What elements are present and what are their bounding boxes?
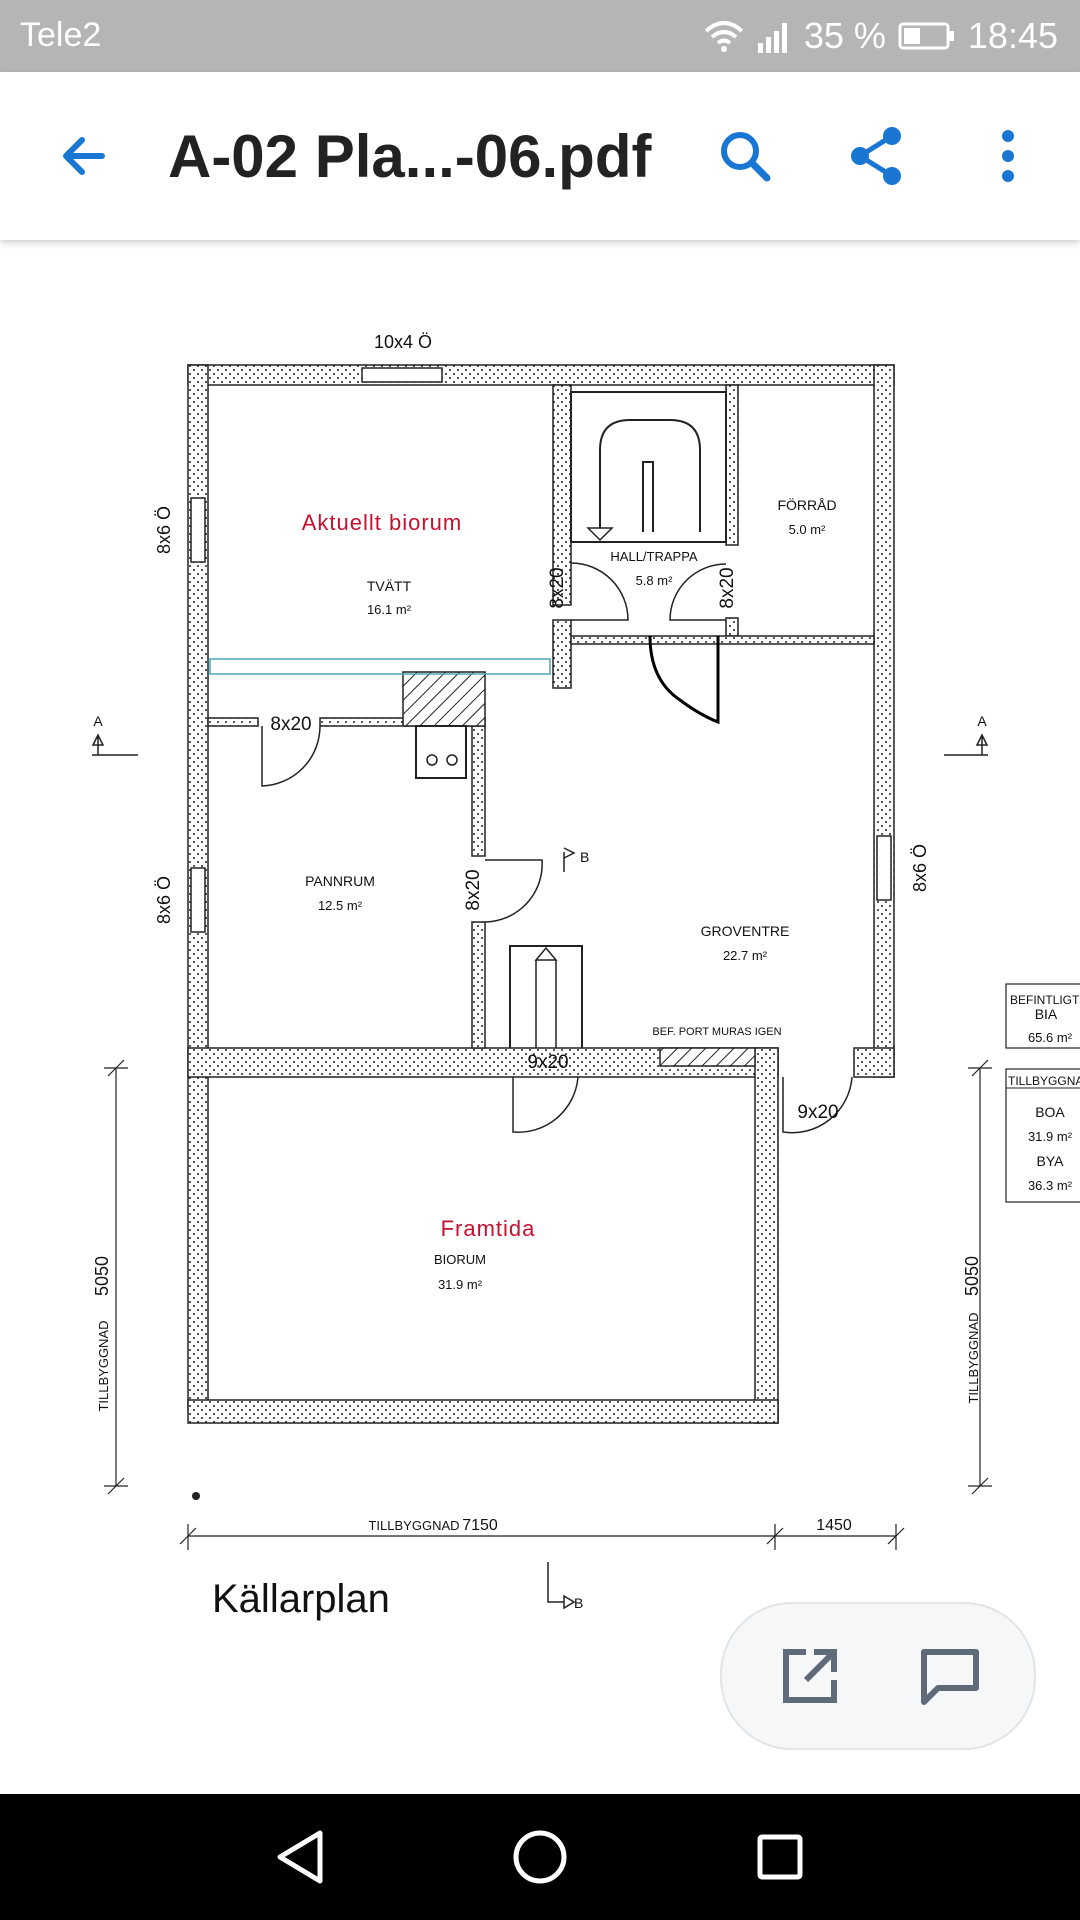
port-note: BEF. PORT MURAS IGEN	[652, 1026, 781, 1038]
room-area-tvatt: 16.1 m²	[367, 602, 412, 617]
door-label-hall-right: 8x20	[717, 567, 738, 608]
section-mark-left: A	[93, 713, 103, 729]
side-dim-label-right: TILLBYGGNAD	[966, 1312, 981, 1403]
comment-icon[interactable]	[908, 1634, 992, 1718]
floor-plan-drawing: 10x4 Ö 8x6 Ö 8x6 Ö 8x6 Ö Aktuellt biorum…	[91, 332, 1080, 1621]
window-top	[361, 367, 443, 383]
stove	[415, 725, 467, 779]
bottom-dim-extra: 1450	[816, 1517, 852, 1534]
arrow-back-icon[interactable]	[44, 116, 124, 196]
door-label-hall-left: 8x20	[547, 567, 568, 608]
room-name-pannrum: PANNRUM	[305, 873, 375, 889]
section-b-bottom: B	[574, 1595, 583, 1611]
door-swings	[261, 562, 853, 1134]
area-table-tillbyggnad	[1005, 1068, 1080, 1203]
befintligt-header: BEFINTLIGT	[1010, 993, 1080, 1007]
bottom-dim-label: TILLBYGGNAD	[368, 1518, 459, 1533]
document-title: A-02 Pla...-06.pdf	[168, 123, 652, 190]
bia-value: 65.6 m²	[1028, 1030, 1073, 1045]
side-dim-label-left: TILLBYGGNAD	[96, 1320, 111, 1411]
side-dim-value-left: 5050	[92, 1256, 112, 1296]
room-area-pannrum: 12.5 m²	[318, 898, 363, 913]
room-name-biorum: BIORUM	[434, 1252, 486, 1267]
window-left-label: 8x6 Ö	[154, 506, 174, 554]
boa-label: BOA	[1035, 1104, 1065, 1120]
room-area-forrad: 5.0 m²	[789, 522, 827, 537]
window-right-label: 8x6 Ö	[910, 844, 930, 892]
room-note-current: Aktuellt biorum	[302, 510, 463, 535]
nav-recents-icon[interactable]	[742, 1819, 818, 1895]
door-label-outside: 9x20	[797, 1102, 838, 1123]
side-dim-value-right: 5050	[962, 1256, 982, 1296]
section-b-top: B	[580, 849, 589, 865]
status-bar: Tele2 35 % 18:45	[0, 0, 1080, 72]
door-label-pannrum-side: 8x20	[463, 869, 484, 910]
room-name-tvatt: TVÄTT	[367, 578, 412, 594]
search-icon[interactable]	[705, 116, 785, 196]
signal-icon	[757, 23, 787, 53]
port-hatch	[659, 1047, 756, 1067]
highlight-bar	[209, 658, 551, 675]
nav-back-icon[interactable]	[262, 1819, 338, 1895]
wifi-icon	[704, 21, 744, 52]
clock: 18:45	[967, 15, 1058, 56]
floating-actions	[720, 1602, 1036, 1750]
share-icon[interactable]	[836, 116, 916, 196]
carrier-name: Tele2	[20, 16, 102, 54]
area-table-befintligt	[1005, 983, 1080, 1049]
bya-value: 36.3 m²	[1028, 1178, 1073, 1193]
window-left-label-2: 8x6 Ö	[154, 876, 174, 924]
battery-percent: 35 %	[803, 15, 886, 56]
tillbyggnad-header: TILLBYGGNAD	[1008, 1074, 1080, 1088]
door-label-pannrum-top: 8x20	[270, 714, 311, 735]
bya-label: BYA	[1037, 1153, 1065, 1169]
system-nav-bar	[0, 1794, 1080, 1920]
room-name-forrad: FÖRRÅD	[777, 496, 836, 513]
window-top-label: 10x4 Ö	[374, 332, 432, 352]
sheet-title: Källarplan	[212, 1577, 390, 1621]
room-area-hall: 5.8 m²	[636, 573, 674, 588]
room-area-groventre: 22.7 m²	[723, 948, 768, 963]
door-label-bottom: 9x20	[527, 1052, 568, 1073]
section-mark-right: A	[977, 713, 987, 729]
chimney-hatch	[402, 671, 486, 727]
room-note-future: Framtida	[441, 1216, 536, 1241]
battery-icon	[898, 22, 954, 50]
pdf-page[interactable]: 10x4 Ö 8x6 Ö 8x6 Ö 8x6 Ö Aktuellt biorum…	[0, 240, 1080, 1794]
open-external-icon[interactable]	[768, 1634, 852, 1718]
room-area-biorum: 31.9 m²	[438, 1277, 483, 1292]
bottom-dim-value: 7150	[462, 1517, 498, 1534]
app-bar: A-02 Pla...-06.pdf	[0, 72, 1080, 240]
room-name-groventre: GROVENTRE	[701, 923, 790, 939]
bia-label: BIA	[1035, 1006, 1058, 1022]
more-vert-icon[interactable]	[968, 116, 1048, 196]
boa-value: 31.9 m²	[1028, 1129, 1073, 1144]
room-name-hall: HALL/TRAPPA	[610, 549, 698, 564]
nav-home-icon[interactable]	[502, 1819, 578, 1895]
